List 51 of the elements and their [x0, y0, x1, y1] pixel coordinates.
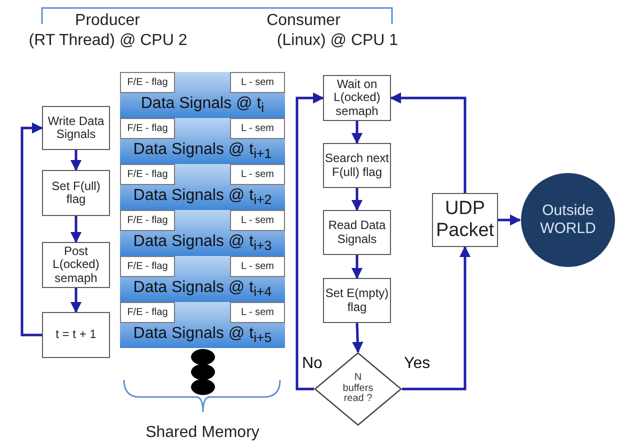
memory-slot	[120, 118, 285, 164]
process-box: t = t + 1	[42, 312, 110, 358]
flag-box: L - sem	[230, 302, 285, 323]
memory-slot-label: Data Signals @ t$_{i+4}$	[132, 278, 273, 299]
flag-box: F/E - flag	[120, 210, 175, 231]
column-heading: Producer	[74, 12, 141, 30]
flag-box: L - sem	[230, 210, 285, 231]
process-box: Read Data Signals	[323, 210, 391, 255]
flag-box: L - sem	[230, 72, 285, 93]
process-box: Set E(mpty) flag	[323, 278, 391, 323]
memory-slot-label: Data Signals @ t$_{i+1}$	[132, 140, 273, 161]
memory-slot-label: Data Signals @ t$_{i+5}$	[132, 324, 273, 345]
arrow	[70, 216, 82, 244]
process-box: Post L(ocked) semaph	[42, 242, 110, 288]
arrow	[351, 188, 363, 212]
flag-box: F/E - flag	[120, 256, 175, 277]
memory-slot	[120, 256, 285, 302]
arrow	[498, 214, 522, 226]
arrow	[296, 92, 324, 390]
process-box: Set F(ull) flag	[42, 170, 110, 216]
memory-slot	[120, 302, 285, 348]
column-heading: Consumer	[266, 12, 342, 30]
arrow	[352, 322, 364, 354]
flag-box: L - sem	[230, 256, 285, 277]
terminal-circle: Outside WORLD	[520, 172, 616, 268]
column-heading: (RT Thread) @ CPU 2	[28, 32, 188, 50]
column-heading: (Linux) @ CPU 1	[276, 32, 400, 50]
memory-slot-label: Data Signals @ t$_{i}$	[140, 94, 266, 115]
flag-box: F/E - flag	[120, 164, 175, 185]
arrow	[402, 246, 471, 390]
arrow	[351, 255, 363, 280]
process-box: UDP Packet	[432, 193, 498, 247]
region-caption: Shared Memory	[144, 424, 260, 442]
process-box: Search next F(ull) flag	[323, 143, 391, 188]
arrow	[70, 288, 82, 314]
flag-box: L - sem	[230, 118, 285, 139]
memory-slot	[120, 72, 285, 118]
memory-slot	[120, 210, 285, 256]
arrow	[390, 92, 466, 193]
arrow	[351, 121, 363, 144]
arrow	[70, 150, 82, 172]
flag-box: F/E - flag	[120, 118, 175, 139]
process-box: Wait on L(ocked) semaph	[323, 75, 391, 121]
flag-box: F/E - flag	[120, 302, 175, 323]
flag-box: F/E - flag	[120, 72, 175, 93]
memory-slot-label: Data Signals @ t$_{i+2}$	[132, 186, 273, 207]
memory-slot-label: Data Signals @ t$_{i+3}$	[132, 232, 273, 253]
memory-slot	[120, 164, 285, 210]
arrow	[20, 122, 44, 336]
process-box: Write Data Signals	[42, 106, 110, 150]
flag-box: L - sem	[230, 164, 285, 185]
